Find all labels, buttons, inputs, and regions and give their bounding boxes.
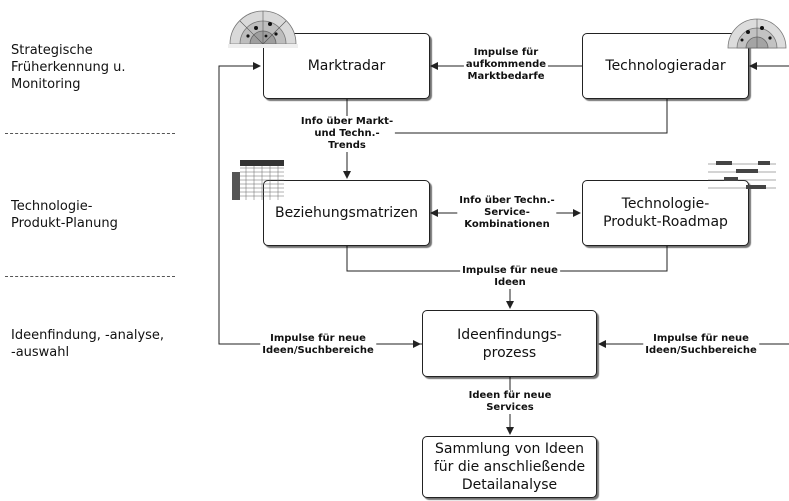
box-ideenfindung: Ideenfindungs- prozess (422, 310, 597, 377)
radar-thumbnail-icon (228, 10, 298, 48)
box-sammlung: Sammlung von Ideen für die anschließende… (422, 436, 597, 498)
lane-label-planung: Technologie- Produkt-Planung (11, 199, 118, 231)
line-technologieradar-join (347, 99, 668, 134)
box-technologieradar: Technologieradar (582, 33, 749, 99)
label-impulse-markt: Impulse für aufkommende Marktbedarfe (463, 47, 549, 83)
lane-divider (5, 133, 175, 134)
roadmap-thumbnail-icon (708, 161, 776, 189)
matrix-thumbnail-icon (232, 160, 284, 200)
box-roadmap: Technologie- Produkt-Roadmap (582, 180, 749, 246)
label-impulse-links: Impulse für neue Ideen/Suchbereiche (260, 333, 376, 357)
label-info-service: Info über Techn.- Service- Kombinationen (457, 195, 557, 231)
label-info-trends: Info über Markt- und Techn.- Trends (298, 116, 396, 152)
label-ideen-services: Ideen für neue Services (466, 390, 554, 414)
label-impulse-neue-ideen: Impulse für neue Ideen (460, 265, 560, 289)
box-beziehungsmatrizen: Beziehungsmatrizen (263, 180, 430, 246)
label-impulse-rechts: Impulse für neue Ideen/Suchbereiche (643, 333, 759, 357)
lane-label-ideenfindung: Ideenfindung, -analyse, -auswahl (11, 328, 165, 360)
technology-radar-thumbnail-icon (727, 18, 787, 49)
lane-divider (5, 276, 175, 277)
lane-label-frueherkennung: Strategische Früherkennung u. Monitoring (11, 43, 126, 92)
box-marktradar: Marktradar (263, 33, 430, 99)
